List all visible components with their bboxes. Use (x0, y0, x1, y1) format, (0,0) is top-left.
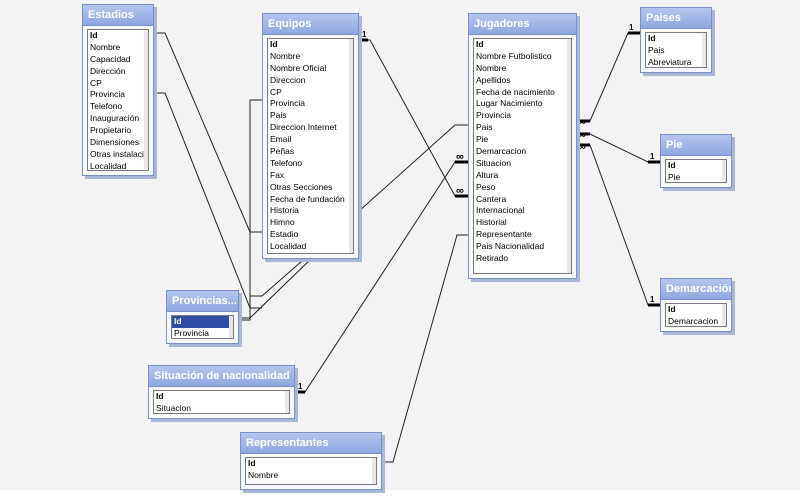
field-otras-secciones[interactable]: Otras Secciones (270, 181, 333, 192)
field-pie[interactable]: Pie (476, 134, 489, 145)
field-pais[interactable]: Pais (648, 44, 665, 55)
field-pie[interactable]: Pie (668, 171, 681, 182)
field-id[interactable]: Id (172, 316, 233, 328)
field-email[interactable]: Email (270, 134, 292, 145)
scrollbar[interactable] (285, 391, 289, 413)
field-cantera[interactable]: Cantera (476, 193, 507, 204)
field-telefono[interactable]: Telefono (90, 101, 123, 112)
table-title[interactable]: Representantes (241, 433, 381, 454)
field-pais[interactable]: Pais (270, 110, 287, 121)
field-telefono[interactable]: Telefono (270, 157, 303, 168)
field-dirección[interactable]: Dirección (90, 65, 126, 76)
field-historia[interactable]: Historia (270, 205, 299, 216)
field-lugar-nacimiento[interactable]: Lugar Nacimiento (476, 98, 543, 109)
field-direccion[interactable]: Direccion (270, 74, 306, 85)
field-nombre[interactable]: Nombre (270, 50, 301, 61)
field-id[interactable]: Id (648, 33, 656, 43)
field-demarcacion[interactable]: Demarcacion (476, 146, 527, 157)
field-direccion-internet[interactable]: Direccion Internet (270, 122, 337, 133)
field-apellidos[interactable]: Apellidos (476, 74, 511, 85)
field-abreviatura[interactable]: Abreviatura (648, 56, 692, 67)
field-provincia[interactable]: Provincia (476, 110, 511, 121)
field-demarcacion[interactable]: Demarcacion (668, 315, 719, 326)
table-title[interactable]: Provincias... (167, 291, 238, 312)
field-estadio[interactable]: Estadio (270, 229, 299, 240)
field-id[interactable]: Id (668, 160, 676, 170)
field-historial[interactable]: Historial (476, 217, 507, 228)
table-title[interactable]: Demarcación (661, 279, 731, 300)
table-title[interactable]: Equipos (263, 14, 358, 35)
field-situacion[interactable]: Situacion (476, 157, 511, 168)
field-provincia[interactable]: Provincia (270, 98, 305, 109)
scrollbar[interactable] (229, 316, 233, 338)
field-id[interactable]: Id (270, 39, 278, 49)
field-himno[interactable]: Himno (270, 217, 295, 228)
scrollbar[interactable] (144, 30, 148, 170)
scrollbar[interactable] (722, 304, 726, 326)
field-provincia[interactable]: Provincia (90, 89, 125, 100)
field-cp[interactable]: CP (270, 86, 282, 97)
field-id[interactable]: Id (90, 30, 98, 40)
field-internacional[interactable]: Internacional (476, 205, 525, 216)
field-propietario[interactable]: Propietario (90, 125, 132, 136)
field-localidad[interactable]: Localidad (270, 241, 307, 252)
field-representante[interactable]: Representante (476, 229, 532, 240)
field-fecha-de-nacimiento[interactable]: Fecha de nacimiento (476, 86, 555, 97)
field-inauguración[interactable]: Inauguración (90, 113, 140, 124)
field-peso[interactable]: Peso (476, 181, 496, 192)
table-title[interactable]: Situación de nacionalidad (149, 366, 294, 387)
field-provincia[interactable]: Provincia (174, 327, 209, 338)
field-otras-instalaciones[interactable]: Otras instalaciones (90, 148, 148, 159)
table-title[interactable]: Estadios (83, 5, 153, 26)
table-title[interactable]: Paises (641, 8, 711, 29)
field-peñas[interactable]: Peñas (270, 146, 295, 157)
field-capacidad[interactable]: Capacidad (90, 53, 131, 64)
field-nombre-oficial[interactable]: Nombre Oficial (270, 62, 327, 73)
table-title[interactable]: Pie (661, 135, 731, 156)
field-id[interactable]: Id (668, 304, 676, 314)
field-fax[interactable]: Fax (270, 169, 285, 180)
field-nombre[interactable]: Nombre (90, 41, 121, 52)
field-retirado[interactable]: Retirado (476, 253, 509, 264)
field-pais[interactable]: Pais (476, 122, 493, 133)
table-title[interactable]: Jugadores (469, 14, 576, 35)
field-id[interactable]: Id (248, 458, 256, 468)
field-pais-nacionalidad[interactable]: Pais Nacionalidad (476, 241, 545, 252)
canvas-bottom-strip (0, 490, 800, 500)
field-localidad[interactable]: Localidad (90, 160, 127, 171)
field-nombre-futbolistico[interactable]: Nombre Futbolistico (476, 50, 552, 61)
field-id[interactable]: Id (476, 39, 484, 49)
scrollbar[interactable] (372, 458, 376, 484)
field-fecha-de-fundación[interactable]: Fecha de fundación (270, 193, 345, 204)
scrollbar[interactable] (349, 39, 353, 253)
scrollbar[interactable] (702, 33, 706, 67)
scrollbar[interactable] (722, 160, 726, 182)
scrollbar[interactable] (567, 39, 571, 273)
field-id[interactable]: Id (156, 391, 164, 401)
field-dimensiones[interactable]: Dimensiones (90, 137, 140, 148)
field-nombre[interactable]: Nombre (248, 469, 279, 480)
field-situacion[interactable]: Situacion (156, 402, 191, 413)
field-cp[interactable]: CP (90, 77, 102, 88)
field-altura[interactable]: Altura (476, 169, 499, 180)
field-nombre[interactable]: Nombre (476, 62, 507, 73)
